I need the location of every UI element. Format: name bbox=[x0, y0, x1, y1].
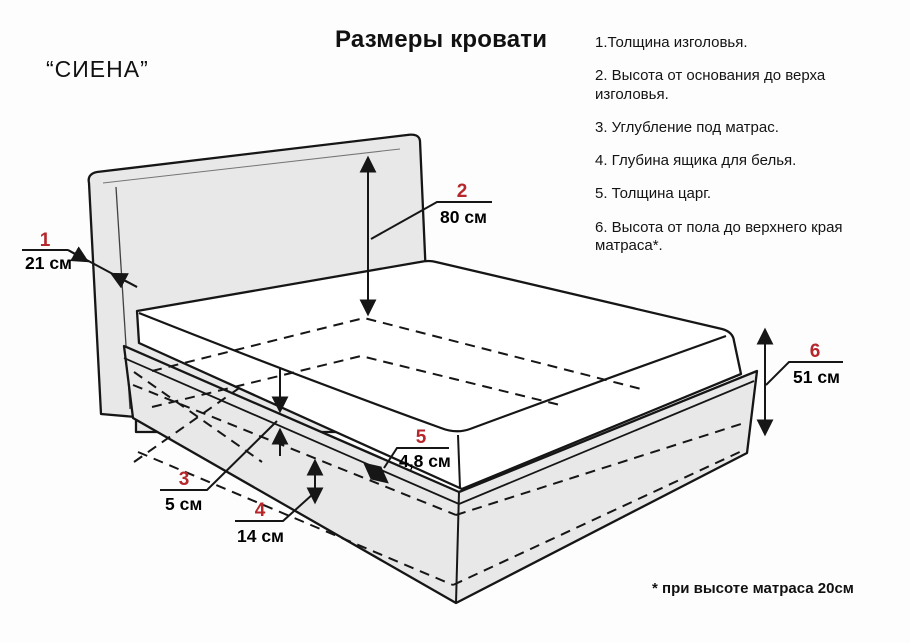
storage-base bbox=[122, 344, 759, 605]
hidden-drawer-lines bbox=[132, 371, 745, 586]
dim-5-leader bbox=[383, 447, 449, 469]
base-corner-edge bbox=[455, 491, 460, 604]
legend-item-2: 2. Высота от основания до верха изголовь… bbox=[595, 67, 826, 103]
dim-5-value: 4,8 см bbox=[399, 451, 451, 471]
dim-3-leader bbox=[160, 420, 278, 491]
dim-5-number: 5 bbox=[416, 427, 427, 448]
dim-1-arrow bbox=[67, 246, 90, 263]
dim-3-value: 5 см bbox=[165, 494, 202, 514]
dim-4-leader bbox=[235, 493, 314, 522]
mattress-top-crease bbox=[138, 311, 727, 433]
dim-1-arrow2 bbox=[109, 272, 138, 289]
dim-6-number: 6 bbox=[810, 341, 821, 362]
dim-2-number: 2 bbox=[457, 181, 468, 202]
dim-5 bbox=[363, 447, 449, 484]
page-title: Размеры кровати bbox=[335, 26, 548, 53]
dim-6 bbox=[756, 327, 843, 437]
dim-4-value: 14 см bbox=[237, 526, 284, 546]
dim-1-number: 1 bbox=[40, 230, 51, 251]
dim-1-value: 21 см bbox=[25, 253, 72, 273]
dim-2 bbox=[359, 155, 492, 317]
legend-item-6: 6. Высота от пола до верхнего края матра… bbox=[595, 218, 843, 255]
dim-4 bbox=[235, 458, 324, 522]
dim-3-number: 3 bbox=[179, 469, 190, 490]
legend-item-5: 5. Толщина царг. bbox=[595, 185, 712, 203]
dim-5-arrow2 bbox=[370, 466, 389, 484]
dim-4-number: 4 bbox=[255, 500, 266, 521]
mattress bbox=[135, 259, 743, 491]
legend-item-4: 4. Глубина ящика для белья. bbox=[595, 152, 797, 170]
dim-2-value: 80 см bbox=[440, 207, 487, 227]
footnote: * при высоте матраса 20см bbox=[652, 580, 854, 597]
dim-2-leader bbox=[370, 201, 492, 240]
headboard-top-contour bbox=[102, 148, 401, 184]
model-name: “СИЕНА” bbox=[46, 56, 149, 82]
hidden-box-lines bbox=[151, 316, 646, 408]
dim-3 bbox=[160, 368, 289, 491]
dim-6-value: 51 см bbox=[793, 367, 840, 387]
legend: 1.Толщина изголовья. 2. Высота от основа… bbox=[595, 34, 893, 270]
dim-1 bbox=[22, 246, 138, 289]
legend-item-3: 3. Углубление под матрас. bbox=[595, 118, 779, 136]
dim-6-leader bbox=[765, 361, 843, 386]
legend-item-1: 1.Толщина изголовья. bbox=[595, 34, 748, 51]
mattress-corner-edge bbox=[457, 434, 461, 489]
